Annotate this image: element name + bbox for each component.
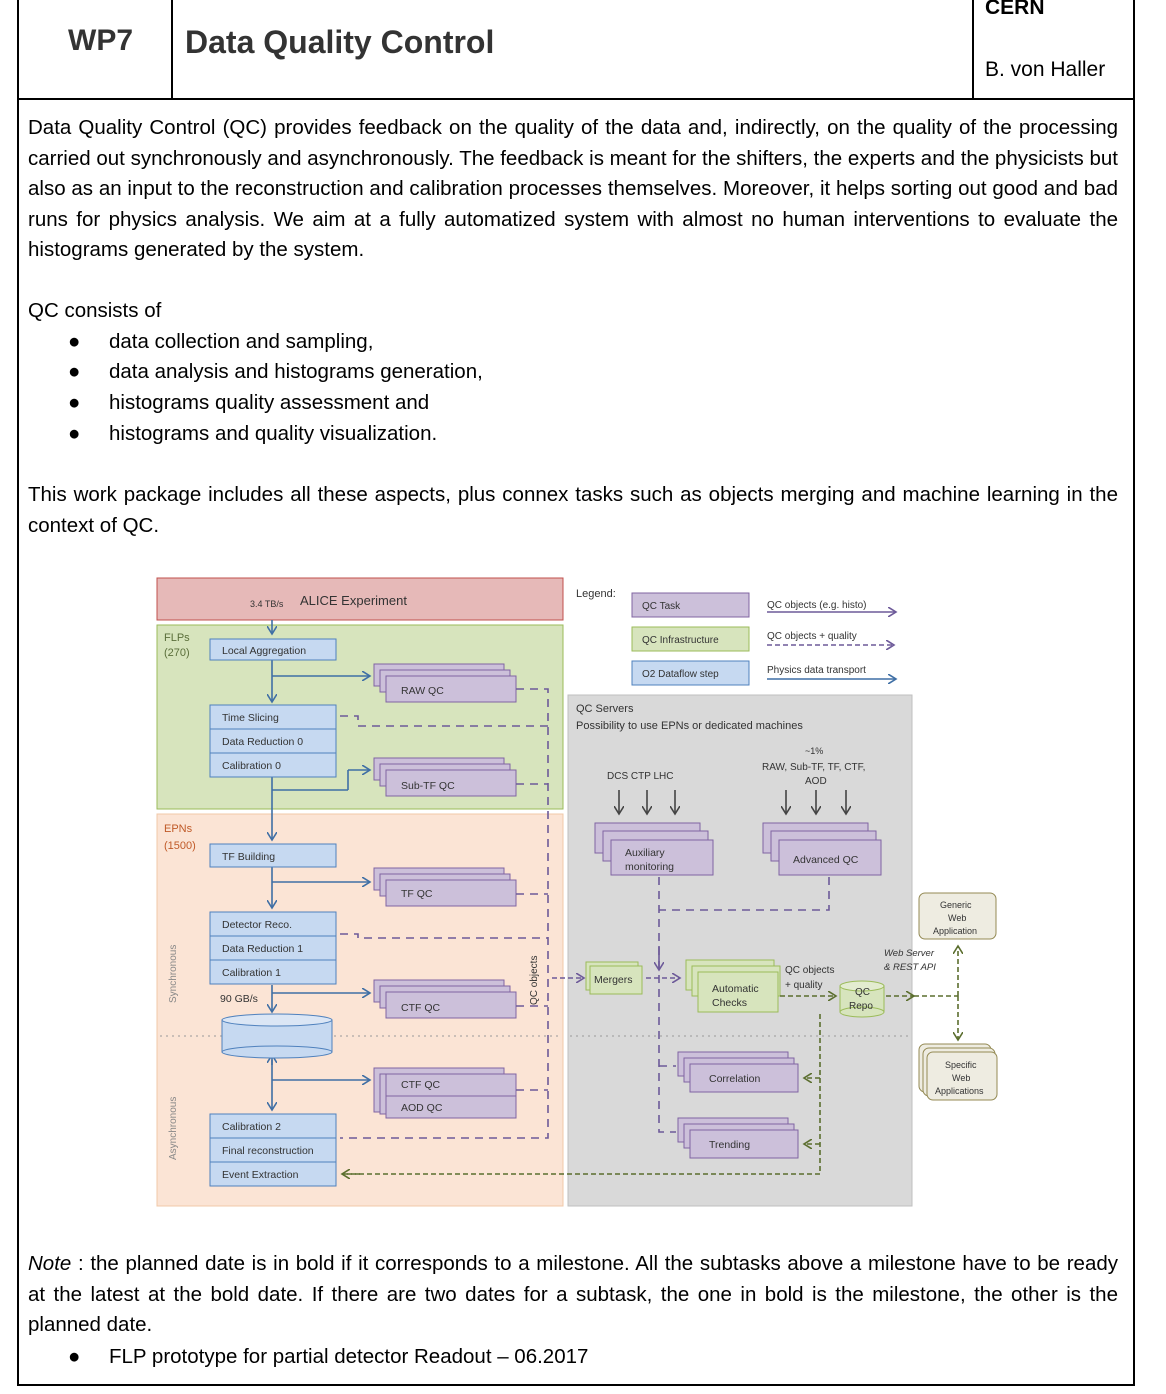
note-paragraph: Note : the planned date is in bold if it…	[28, 1249, 1118, 1341]
legend-infra: QC Infrastructure	[642, 635, 719, 646]
generic-2: Web	[948, 913, 966, 923]
wp-number: WP7	[68, 24, 134, 57]
note-text: : the planned date is in bold if it corr…	[28, 1252, 1118, 1336]
advanced-qc: Advanced QC	[793, 854, 859, 866]
aux-monitoring-1: Auxiliary	[625, 847, 665, 859]
repo-2: Repo	[849, 1001, 873, 1012]
aux-monitoring-2: monitoring	[625, 861, 674, 873]
subtf-qc: Sub-TF QC	[401, 780, 455, 792]
mergers: Mergers	[594, 974, 633, 986]
list-item: ●data collection and sampling,	[68, 330, 374, 353]
servers-sub: Possibility to use EPNs or dedicated mac…	[576, 720, 803, 732]
header	[17, 0, 1135, 100]
calibration-1: Calibration 1	[222, 967, 281, 979]
data-reduction-0: Data Reduction 0	[222, 736, 303, 748]
tf-qc: TF QC	[401, 888, 433, 900]
sync-label: Synchronous	[168, 945, 179, 1003]
milestone-item: ●FLP prototype for partial detector Read…	[68, 1345, 589, 1368]
percent-label: ~1%	[805, 746, 823, 756]
qc-lead: QC consists of	[28, 299, 162, 322]
list-item: ●data analysis and histograms generation…	[68, 360, 483, 383]
alice-label: ALICE Experiment	[300, 593, 407, 608]
header-divider	[171, 0, 173, 100]
repo-1: QC	[855, 987, 870, 998]
organization: CERN	[985, 0, 1045, 19]
page-frame	[17, 0, 1135, 1386]
flps-count: (270)	[164, 647, 190, 659]
storage-icon	[221, 1013, 333, 1059]
list-item: ●histograms and quality visualization.	[68, 422, 438, 445]
servers-label: QC Servers	[576, 703, 634, 715]
aod-label: AOD	[805, 776, 827, 787]
ctf-qc-async: CTF QC	[401, 1079, 440, 1091]
event-extraction: Event Extraction	[222, 1169, 299, 1181]
rest-api: & REST API	[884, 962, 936, 973]
note-label: Note	[28, 1252, 72, 1275]
calibration-2: Calibration 2	[222, 1121, 281, 1133]
epns-count: (1500)	[164, 840, 196, 852]
qc-objects-label: QC objects	[785, 965, 834, 976]
legend-objq: QC objects + quality	[767, 631, 857, 642]
dcs-ctp-lhc: DCS CTP LHC	[607, 771, 674, 782]
specific-3: Applications	[935, 1086, 984, 1096]
calibration-0: Calibration 0	[222, 760, 281, 772]
async-label: Asynchronous	[168, 1097, 179, 1160]
legend-label: Legend:	[576, 588, 616, 600]
automatic-checks-2: Checks	[712, 997, 747, 1009]
list-item: ●histograms quality assessment and	[68, 391, 430, 414]
alice-box	[156, 577, 564, 621]
ctf-qc: CTF QC	[401, 1002, 440, 1014]
intro-paragraph: Data Quality Control (QC) provides feedb…	[28, 116, 1118, 261]
specific-2: Web	[952, 1073, 970, 1083]
raw-qc: RAW QC	[401, 685, 444, 697]
raw-list: RAW, Sub-TF, TF, CTF,	[762, 762, 865, 773]
quality-label: + quality	[785, 980, 823, 991]
legend-o2: O2 Dataflow step	[642, 669, 719, 680]
specific-1: Specific	[945, 1060, 977, 1070]
automatic-checks-1: Automatic	[712, 983, 759, 995]
legend-obj: QC objects (e.g. histo)	[767, 600, 866, 611]
generic-3: Application	[933, 926, 977, 936]
data-reduction-1: Data Reduction 1	[222, 943, 303, 955]
scope-paragraph: This work package includes all these asp…	[28, 483, 1118, 537]
local-aggregation: Local Aggregation	[222, 645, 306, 657]
flps-label: FLPs	[164, 632, 190, 644]
qc-repo-icon	[839, 980, 885, 1018]
trending: Trending	[709, 1139, 750, 1151]
detector-reco: Detector Reco.	[222, 919, 292, 931]
aod-qc: AOD QC	[401, 1102, 443, 1114]
final-reconstruction: Final reconstruction	[222, 1145, 314, 1157]
generic-1: Generic	[940, 900, 972, 910]
tf-building: TF Building	[222, 851, 275, 863]
time-slicing: Time Slicing	[222, 712, 279, 724]
header-divider	[972, 0, 974, 100]
legend-phys: Physics data transport	[767, 665, 866, 676]
correlation: Correlation	[709, 1073, 761, 1085]
legend-task: QC Task	[642, 601, 681, 612]
rate-label: 3.4 TB/s	[250, 599, 284, 609]
author: B. von Haller	[985, 58, 1106, 81]
rate-90: 90 GB/s	[220, 993, 258, 1005]
qc-objects-vertical: QC objects	[529, 956, 540, 1005]
epns-label: EPNs	[164, 823, 193, 835]
web-server: Web Server	[884, 948, 935, 959]
page-title: Data Quality Control	[185, 24, 495, 60]
